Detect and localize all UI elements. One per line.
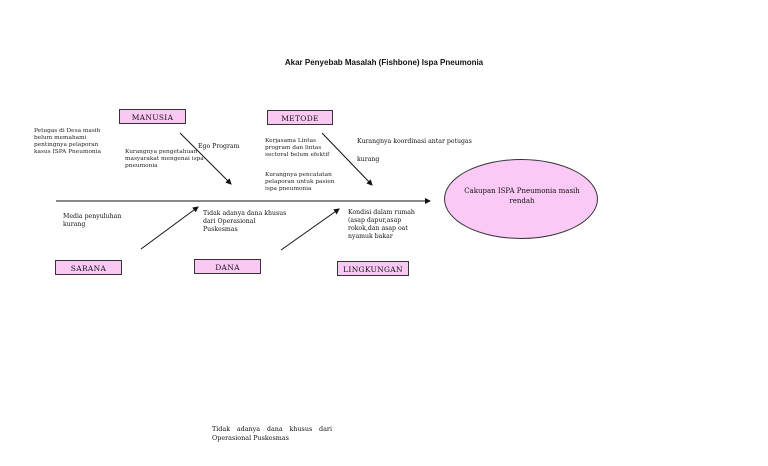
cause-manusia-petugas: Petugas di Desa masih belum memahami pen… bbox=[34, 128, 101, 155]
cause-metode-kerjasama: Kerjasama Lintas program dan lintas sect… bbox=[265, 138, 330, 158]
cause-manusia-pengetahuan: Kurangnya pengetahuan masyarakat mengena… bbox=[125, 149, 204, 169]
category-lingkungan: LINGKUNGAN bbox=[337, 261, 409, 276]
bone-sarana bbox=[140, 206, 199, 250]
cause-manusia-ego-program: Ego Program bbox=[198, 143, 240, 150]
category-manusia: MANUSIA bbox=[119, 109, 186, 124]
category-sarana: SARANA bbox=[55, 260, 122, 275]
effect-label: Cakupan ISPA Pneumonia masih rendah bbox=[464, 187, 580, 205]
footer-line-1: Tidak adanya dana khusus dari bbox=[212, 425, 332, 433]
cause-sarana-media: Media penyuluhan kurang bbox=[63, 213, 122, 228]
bone-manusia bbox=[179, 132, 232, 185]
diagram-title: Akar Penyebab Masalah (Fishbone) Ispa Pn… bbox=[284, 58, 484, 67]
cause-metode-kurang: kurang bbox=[357, 156, 380, 163]
bone-metode bbox=[321, 132, 373, 186]
cause-metode-koordinasi: Kurangnya koordinasi antar petugas bbox=[357, 138, 472, 145]
category-metode: METODE bbox=[267, 110, 333, 125]
footer-line-2: Operasional Puskesmas bbox=[212, 434, 289, 442]
bone-lingkungan bbox=[280, 208, 340, 251]
cause-lingkungan-kondisi: Kondisi dalam rumah (asap dapur,asap rok… bbox=[348, 209, 415, 240]
effect-ellipse bbox=[444, 159, 598, 239]
cause-metode-pencatatan: Kurangnya pencatatan pelaporan untuk pas… bbox=[265, 172, 335, 192]
cause-dana-tidak-ada: Tidak adanya dana khusus dari Operasiona… bbox=[203, 210, 287, 233]
category-dana: DANA bbox=[194, 259, 261, 274]
footer-note: Tidak adanya dana khusus dari Operasiona… bbox=[212, 425, 332, 443]
